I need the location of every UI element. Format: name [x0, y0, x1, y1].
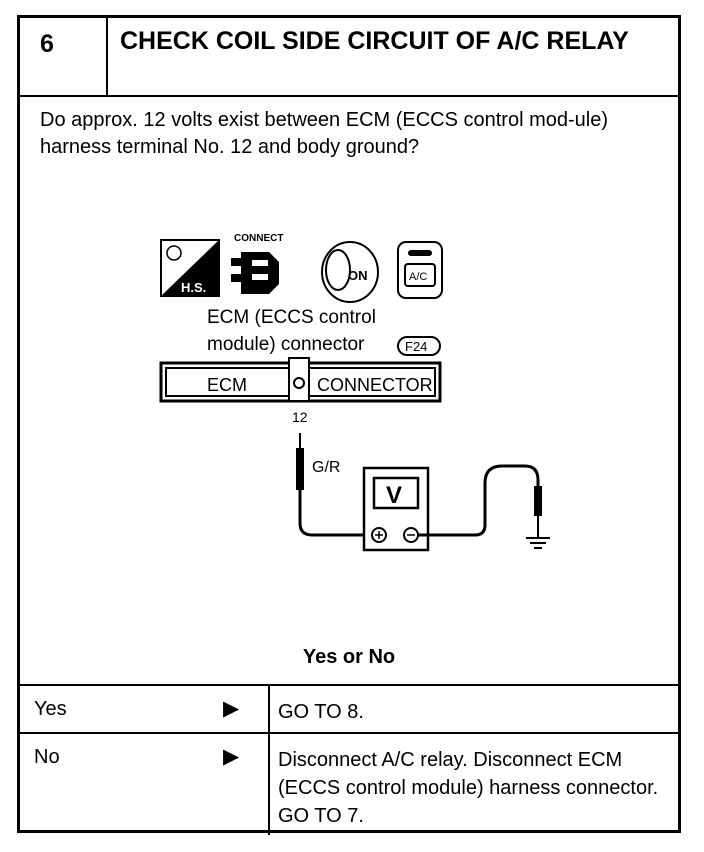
voltmeter: V — [362, 466, 430, 552]
ecm-connector-label: ECM — [207, 375, 247, 395]
result-row-no: No ▶ Disconnect A/C relay. Disconnect EC… — [20, 732, 678, 835]
connector-label: CONNECTOR — [317, 375, 433, 395]
test-lead-ground — [418, 464, 542, 538]
result-label: No — [34, 746, 60, 768]
ac-switch-icon: A/C — [397, 241, 443, 299]
result-heading: Yes or No — [302, 646, 396, 668]
result-label: Yes — [34, 698, 67, 720]
result-action: GO TO 8. — [278, 701, 364, 723]
ground-icon — [526, 537, 550, 549]
connector-caption-line2: module) connector — [207, 334, 365, 355]
connect-label: CONNECT — [234, 233, 283, 244]
connector-code-badge: F24 — [397, 336, 441, 356]
step-number: 6 — [20, 18, 108, 95]
diagnostic-step-box: 6 CHECK COIL SIDE CIRCUIT OF A/C RELAY D… — [17, 15, 681, 835]
arrow-right-icon: ▶ — [223, 745, 240, 768]
ac-switch-label: A/C — [409, 271, 427, 283]
hot-start-icon: H.S. — [160, 239, 220, 297]
step-question: Do approx. 12 volts exist between ECM (E… — [40, 109, 609, 158]
wire-color-label: G/R — [312, 459, 340, 476]
test-diagram: H.S. CONNECT ON A/C ECM (ECCS control mo… — [159, 233, 550, 552]
ignition-key-on-icon: ON — [321, 241, 379, 303]
ecm-connector: ECM CONNECTOR — [159, 357, 442, 403]
result-row-yes: Yes ▶ GO TO 8. — [20, 684, 678, 734]
divider — [268, 686, 270, 734]
voltmeter-symbol: V — [386, 482, 402, 509]
divider — [268, 734, 270, 835]
connect-icon: CONNECT — [231, 233, 283, 294]
ignition-on-label: ON — [348, 268, 368, 283]
terminal-number: 12 — [292, 409, 308, 425]
svg-text:F24: F24 — [405, 339, 427, 354]
result-action: Disconnect A/C relay. Disconnect ECM (EC… — [278, 749, 659, 827]
arrow-right-icon: ▶ — [223, 697, 240, 720]
connector-caption-line1: ECM (ECCS control — [207, 307, 376, 328]
step-header: 6 CHECK COIL SIDE CIRCUIT OF A/C RELAY — [20, 18, 678, 97]
test-lead-terminal — [296, 433, 365, 537]
hot-start-label: H.S. — [181, 280, 206, 295]
step-title: CHECK COIL SIDE CIRCUIT OF A/C RELAY — [120, 27, 629, 55]
